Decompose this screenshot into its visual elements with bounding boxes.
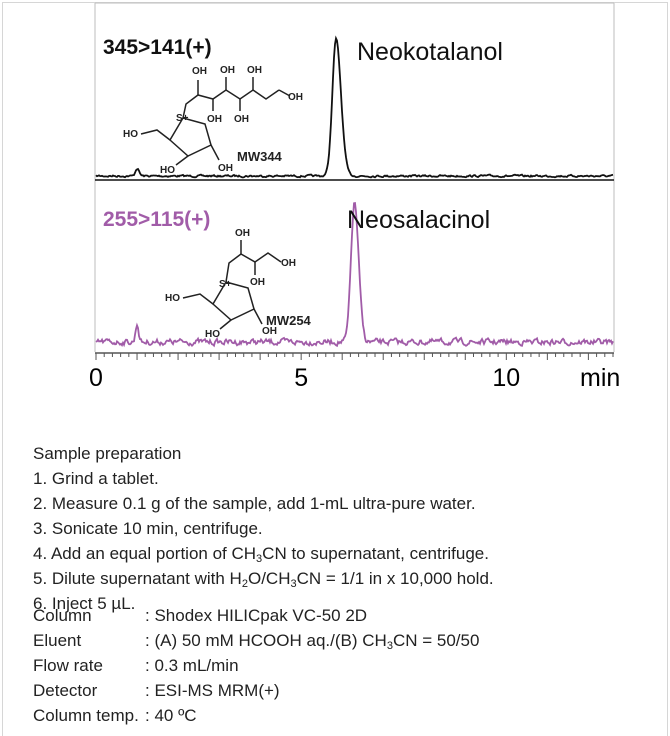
neosalacinol-structure bbox=[182, 240, 282, 330]
svg-text:OH: OH bbox=[281, 258, 296, 269]
condition-column: Column: Shodex HILICpak VC-50 2D bbox=[33, 606, 368, 625]
condition-column-temp: Column temp.: 40 ºC bbox=[33, 706, 197, 725]
prep-step-5: 5. Dilute supernatant with H2O/CH3CN = 1… bbox=[33, 569, 494, 590]
x-tick-label-10: 10 bbox=[492, 364, 520, 392]
neosalacinol-transition-label: 255>115(+) bbox=[103, 208, 210, 231]
neokotalanol-mw: MW344 bbox=[237, 149, 283, 164]
svg-text:OH: OH bbox=[250, 277, 265, 288]
neokotalanol-trace bbox=[95, 35, 614, 179]
svg-text:OH: OH bbox=[288, 92, 303, 103]
prep-step-6: 6. Inject 5 µL. bbox=[33, 594, 136, 613]
neokotalanol-peak-label: Neokotalanol bbox=[357, 38, 503, 66]
x-axis-unit: min bbox=[580, 364, 620, 392]
x-axis-minor-ticks bbox=[95, 353, 614, 360]
prep-step-4: 4. Add an equal portion of CH3CN to supe… bbox=[33, 544, 489, 565]
svg-text:S+: S+ bbox=[219, 279, 232, 290]
neokotalanol-structure-labels: OH OH OH OH OH OH HO HO OH S+ MW344 bbox=[123, 65, 303, 176]
svg-text:OH: OH bbox=[220, 65, 235, 76]
svg-text:OH: OH bbox=[235, 228, 250, 239]
neokotalanol-transition-label: 345>141(+) bbox=[103, 36, 212, 59]
analysis-conditions: Column: Shodex HILICpak VC-50 2D Eluent:… bbox=[33, 603, 479, 728]
neosalacinol-trace bbox=[95, 202, 614, 348]
prep-step-1: 1. Grind a tablet. bbox=[33, 469, 159, 488]
svg-text:HO: HO bbox=[123, 129, 138, 140]
svg-text:OH: OH bbox=[234, 114, 249, 125]
svg-text:OH: OH bbox=[207, 114, 222, 125]
svg-text:HO: HO bbox=[165, 293, 180, 304]
sample-preparation: Sample preparation 1. Grind a tablet. 2.… bbox=[33, 441, 494, 616]
prep-step-2: 2. Measure 0.1 g of the sample, add 1-mL… bbox=[33, 494, 476, 513]
neosalacinol-peak-label: Neosalacinol bbox=[347, 206, 490, 234]
neosalacinol-mw: MW254 bbox=[266, 313, 312, 328]
condition-flow-rate: Flow rate: 0.3 mL/min bbox=[33, 656, 239, 675]
chromatogram-chart: 345>141(+) Neokotalanol 255>115(+) Neosa… bbox=[89, 2, 620, 392]
x-tick-label-5: 5 bbox=[294, 364, 308, 392]
sample-preparation-title: Sample preparation bbox=[33, 444, 182, 463]
svg-text:OH: OH bbox=[262, 326, 277, 337]
neosalacinol-structure-labels: OH OH OH HO HO OH S+ MW254 bbox=[165, 228, 312, 340]
svg-text:HO: HO bbox=[160, 165, 175, 176]
svg-text:OH: OH bbox=[247, 65, 262, 76]
prep-step-3: 3. Sonicate 10 min, centrifuge. bbox=[33, 519, 263, 538]
neokotalanol-structure bbox=[140, 77, 291, 166]
svg-text:OH: OH bbox=[192, 66, 207, 77]
x-tick-label-0: 0 bbox=[89, 364, 103, 392]
svg-text:OH: OH bbox=[218, 163, 233, 174]
condition-eluent: Eluent: (A) 50 mM HCOOH aq./(B) CH3CN = … bbox=[33, 631, 480, 652]
svg-text:HO: HO bbox=[205, 329, 220, 340]
condition-detector: Detector: ESI-MS MRM(+) bbox=[33, 681, 280, 700]
svg-text:S+: S+ bbox=[176, 113, 189, 124]
